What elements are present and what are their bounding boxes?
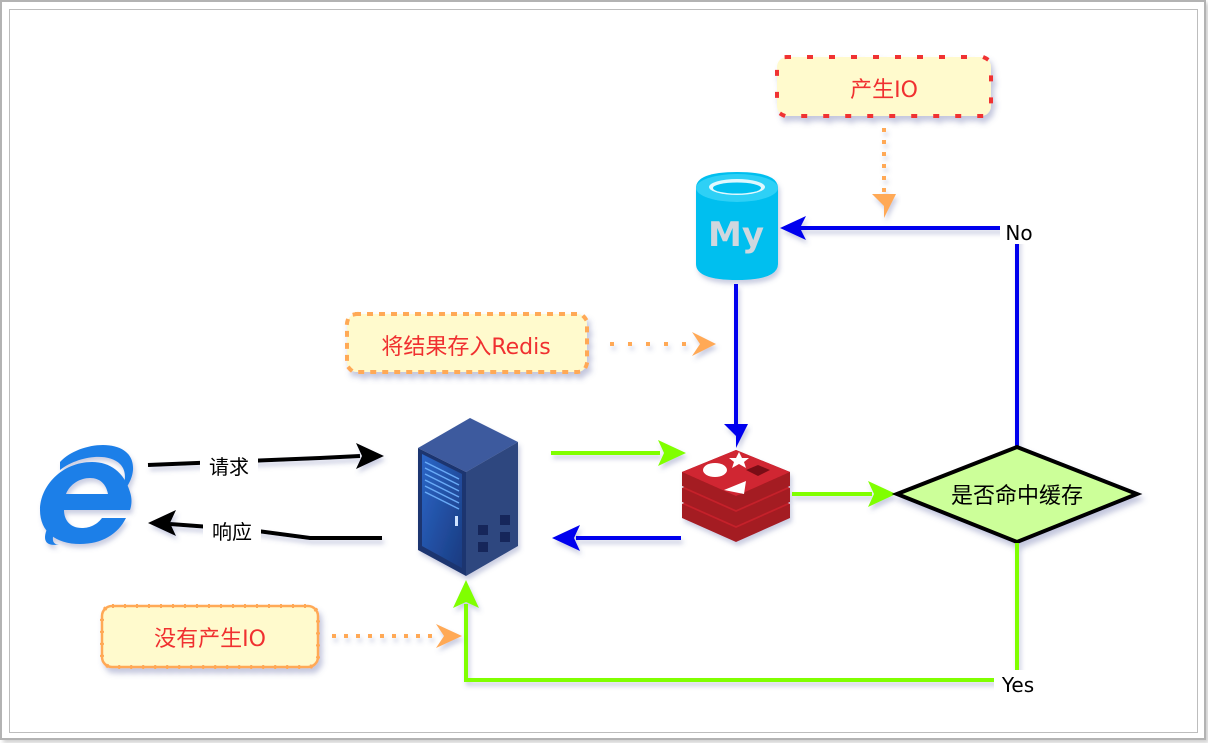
edge-server-to-redis xyxy=(551,440,686,466)
edge-label-yes: Yes xyxy=(1001,673,1034,697)
edge-response xyxy=(148,510,382,540)
note-no-io-text: 没有产生IO xyxy=(154,627,266,652)
edge-request xyxy=(147,443,384,469)
decision-cache-hit[interactable] xyxy=(891,444,1143,545)
note-io-generated xyxy=(775,55,993,118)
edge-label-request: 请求 xyxy=(209,455,249,479)
note-store-result xyxy=(345,312,589,374)
decision-label: 是否命中缓存 xyxy=(951,484,1083,509)
mysql-icon[interactable]: My xyxy=(696,172,778,280)
arrow-store-note-to-line xyxy=(610,332,716,356)
server-icon[interactable] xyxy=(418,418,518,576)
note-io-generated-text: 产生IO xyxy=(850,78,918,103)
edge-label-request-bg xyxy=(200,452,258,480)
arrow-io-note-to-line xyxy=(872,128,896,218)
edge-no-to-mysql xyxy=(780,216,1019,446)
mysql-logo-text: My xyxy=(708,215,764,255)
inner-frame xyxy=(9,9,1198,733)
browser-ie-icon[interactable] xyxy=(40,444,134,545)
edge-label-response: 响应 xyxy=(212,520,252,544)
edge-label-response-bg xyxy=(203,517,261,545)
edge-label-no-bg xyxy=(1000,218,1038,244)
edge-yes-to-server xyxy=(453,543,1019,682)
edge-label-no: No xyxy=(1005,221,1032,245)
edge-label-yes-bg xyxy=(994,670,1042,698)
note-no-io xyxy=(100,604,320,669)
arrow-no-io-note-to-line xyxy=(332,624,462,648)
edge-redis-to-decision xyxy=(792,481,896,507)
edge-mysql-to-redis xyxy=(724,284,748,448)
note-store-result-text: 将结果存入Redis xyxy=(381,335,550,360)
edge-redis-to-server xyxy=(552,525,681,551)
redis-icon[interactable] xyxy=(682,450,790,542)
